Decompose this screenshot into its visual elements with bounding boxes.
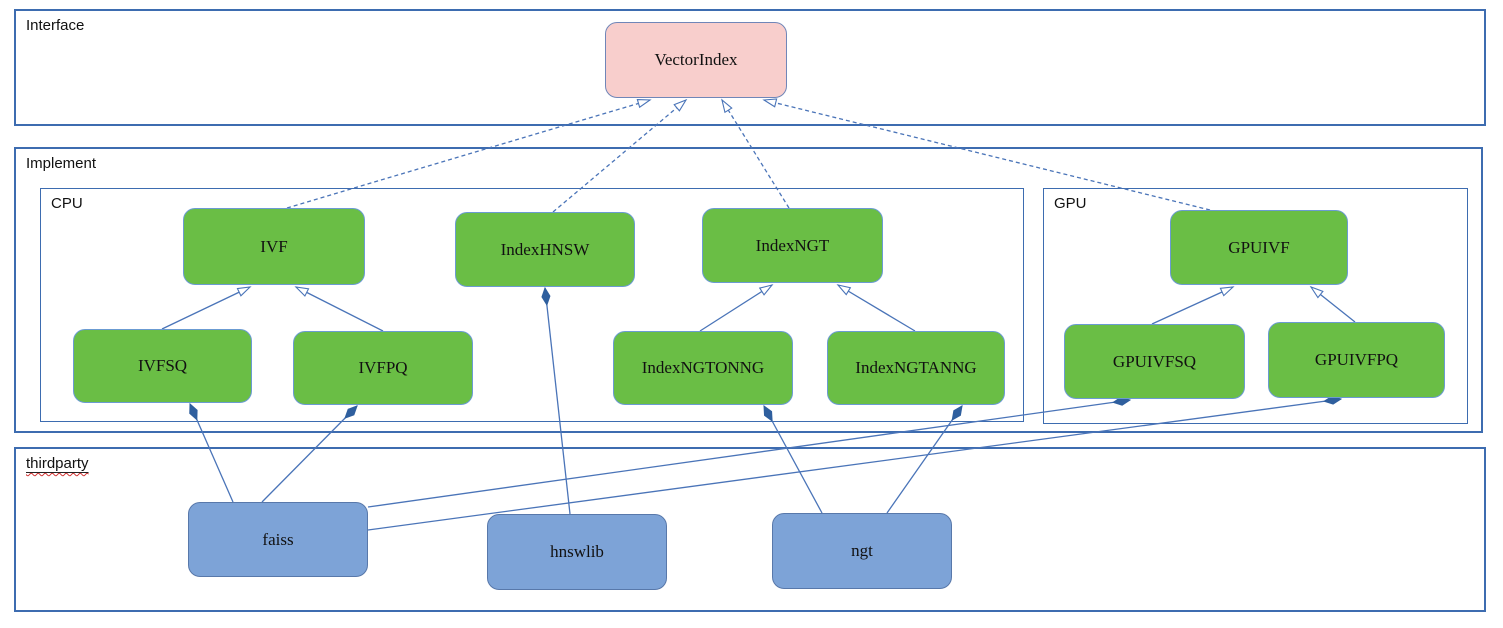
node-ngt-label: ngt	[851, 541, 873, 560]
node-gpuivf: GPUIVF	[1170, 210, 1348, 285]
node-gpuivf-label: GPUIVF	[1228, 237, 1290, 257]
node-vectorindex: VectorIndex	[605, 22, 787, 98]
node-ivfpq: IVFPQ	[293, 331, 473, 405]
node-gpuivfpq-label: GPUIVFPQ	[1314, 350, 1399, 369]
node-ivf-label: IVF	[260, 236, 288, 256]
node-ngt: ngt	[772, 513, 952, 589]
node-ivfsq-label: IVFSQ	[137, 356, 188, 375]
node-hnswlib: hnswlib	[487, 514, 667, 590]
cpu-label: CPU	[51, 195, 83, 212]
node-faiss-label: faiss	[262, 529, 294, 549]
node-indexhnsw-label: IndexHNSW	[500, 239, 590, 259]
node-hnswlib-label: hnswlib	[550, 542, 604, 561]
node-ivfpq-label: IVFPQ	[358, 358, 408, 377]
node-gpuivfpq: GPUIVFPQ	[1268, 322, 1445, 398]
node-vectorindex-label: VectorIndex	[654, 50, 738, 69]
node-indexngtonng-label: IndexNGTONNG	[641, 358, 765, 377]
node-ivf: IVF	[183, 208, 365, 285]
node-gpuivfsq: GPUIVFSQ	[1064, 324, 1245, 399]
node-indexngtanng-label: IndexNGTANNG	[855, 358, 977, 377]
node-gpuivfsq-label: GPUIVFSQ	[1112, 351, 1197, 371]
node-faiss: faiss	[188, 502, 368, 577]
node-ivfsq: IVFSQ	[73, 329, 252, 403]
node-indexhnsw: IndexHNSW	[455, 212, 635, 287]
node-indexngtonng: IndexNGTONNG	[613, 331, 793, 405]
node-indexngt-label: IndexNGT	[755, 235, 830, 255]
node-indexngtanng: IndexNGTANNG	[827, 331, 1005, 405]
thirdparty-label-misspell-underline: thirdparty	[26, 455, 89, 472]
implement-label: Implement	[26, 155, 97, 172]
interface-label: Interface	[26, 17, 85, 34]
node-indexngt: IndexNGT	[702, 208, 883, 283]
gpu-label: GPU	[1054, 195, 1087, 212]
thirdparty-label: thirdparty	[26, 455, 89, 472]
